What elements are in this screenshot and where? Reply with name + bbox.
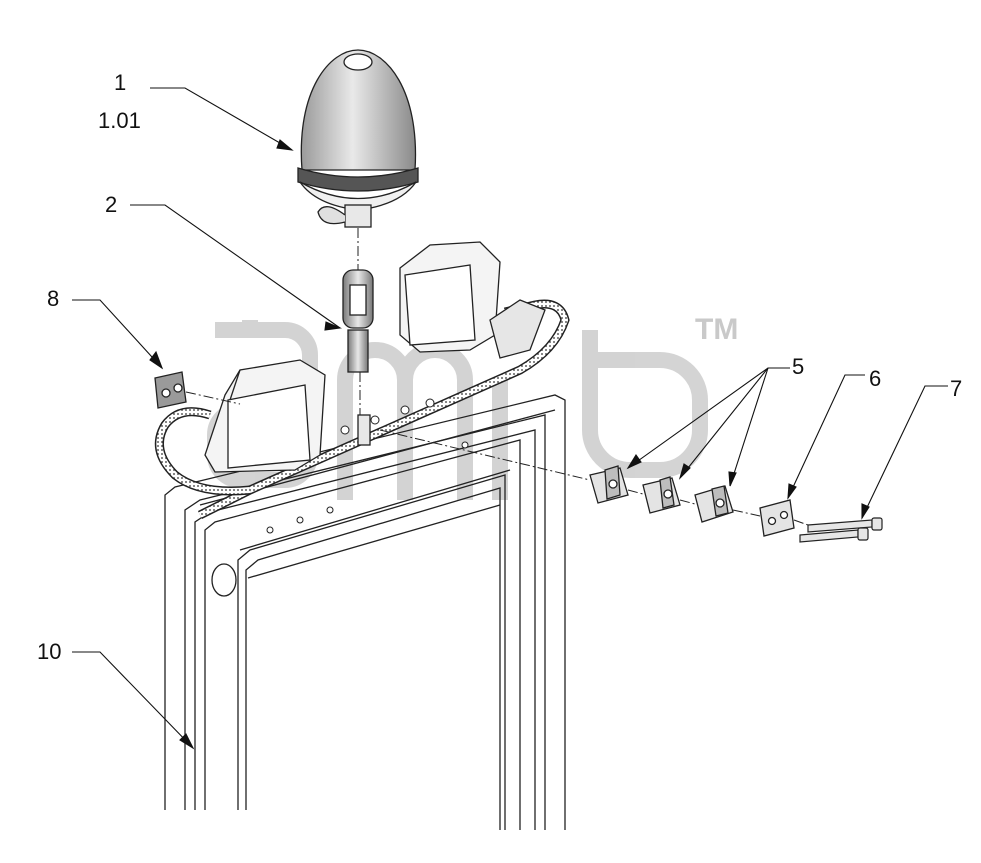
callout-8: 8: [47, 286, 60, 311]
callout-1-01: 1.01: [98, 108, 141, 133]
leader-lines: [72, 87, 948, 750]
bolts-7: [799, 517, 883, 543]
callout-7: 7: [950, 376, 963, 401]
callout-2: 2: [105, 192, 118, 217]
work-lamp-right: [399, 241, 546, 359]
callout-5: 5: [792, 354, 805, 379]
work-lamp-left: [204, 359, 326, 473]
callout-1: 1: [114, 70, 127, 95]
callout-6: 6: [869, 366, 882, 391]
rail-holes: [266, 398, 469, 534]
mounting-plate-8: [154, 371, 187, 409]
hatched-rail: [154, 299, 570, 520]
cab-frame: [164, 394, 566, 830]
plate-6: [759, 499, 795, 537]
mounting-pole: [342, 269, 374, 446]
assembly-axes: [185, 228, 809, 526]
bracket-set-5: [589, 465, 734, 523]
watermark-trademark: TM: [695, 313, 739, 346]
rotating-beacon: [297, 49, 419, 228]
callout-10: 10: [37, 639, 62, 664]
